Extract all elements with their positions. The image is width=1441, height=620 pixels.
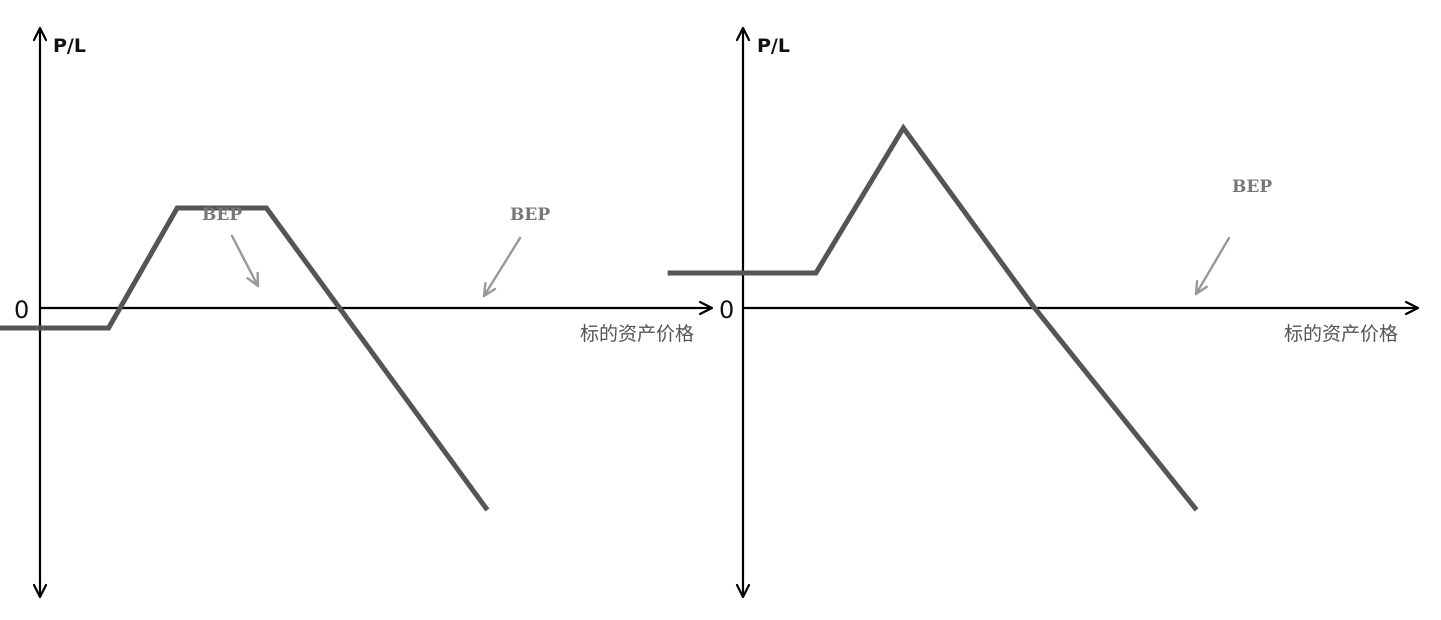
bep-annotation-label: BEP xyxy=(202,205,242,225)
x-axis-arrow xyxy=(1404,300,1420,316)
payoff-line xyxy=(667,123,1199,512)
x-axis-arrow xyxy=(698,300,714,316)
bep-annotation-label: BEP xyxy=(510,205,550,225)
bep-pointer-arrowhead xyxy=(1194,279,1209,296)
y-axis-arrow-down xyxy=(735,583,751,599)
origin-zero-label: 0 xyxy=(719,296,734,324)
y-axis-arrow-up xyxy=(735,26,751,42)
y-axis-label: P/L xyxy=(757,35,790,57)
bep-annotation-label: BEP xyxy=(1232,177,1272,197)
origin-zero-label: 0 xyxy=(14,296,29,324)
x-axis-label: 标的资产价格 xyxy=(580,323,694,345)
bep-pointer-arrow xyxy=(1194,236,1231,296)
bep-pointer-arrowhead xyxy=(246,271,260,288)
y-axis-arrow-up xyxy=(32,26,48,42)
chart-panel-1: P/L 0 标的资产价格 BEP BEP xyxy=(0,26,714,599)
chart-panel-2: P/L 0 标的资产价格 BEP xyxy=(667,26,1420,599)
y-axis-label: P/L xyxy=(53,35,86,57)
bep-pointer-arrow xyxy=(230,234,260,288)
x-axis-label: 标的资产价格 xyxy=(1284,323,1398,345)
payoff-line xyxy=(0,205,490,512)
bep-pointer-arrow xyxy=(482,236,522,298)
y-axis-arrow-down xyxy=(32,583,48,599)
bep-pointer-arrowhead xyxy=(482,281,497,298)
